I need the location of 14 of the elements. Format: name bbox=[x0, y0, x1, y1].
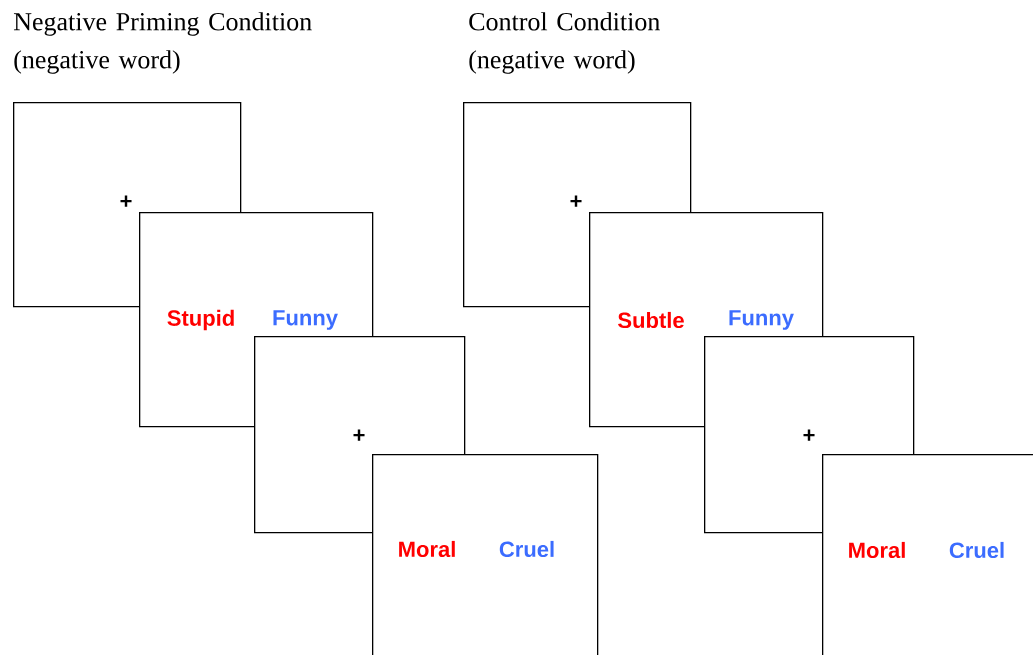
condition-title: Control Condition (negative word) bbox=[469, 12, 660, 74]
stimulus-word: Stupid bbox=[167, 309, 234, 331]
fixation-cross: + bbox=[570, 195, 582, 207]
fixation-cross: + bbox=[353, 429, 365, 441]
stimulus-word: Cruel bbox=[499, 540, 554, 558]
stimulus-word: Cruel bbox=[949, 541, 1004, 559]
stimulus-word: Funny bbox=[729, 310, 794, 330]
stimulus-word: Funny bbox=[273, 310, 338, 330]
stimulus-word: Subtle bbox=[618, 311, 684, 329]
condition-title: Negative Priming Condition (negative word) bbox=[13, 12, 312, 74]
stimulus-word: Moral bbox=[849, 541, 905, 559]
stimulus-word: Moral bbox=[399, 540, 455, 558]
fixation-cross: + bbox=[803, 429, 815, 441]
fixation-cross: + bbox=[120, 195, 132, 207]
